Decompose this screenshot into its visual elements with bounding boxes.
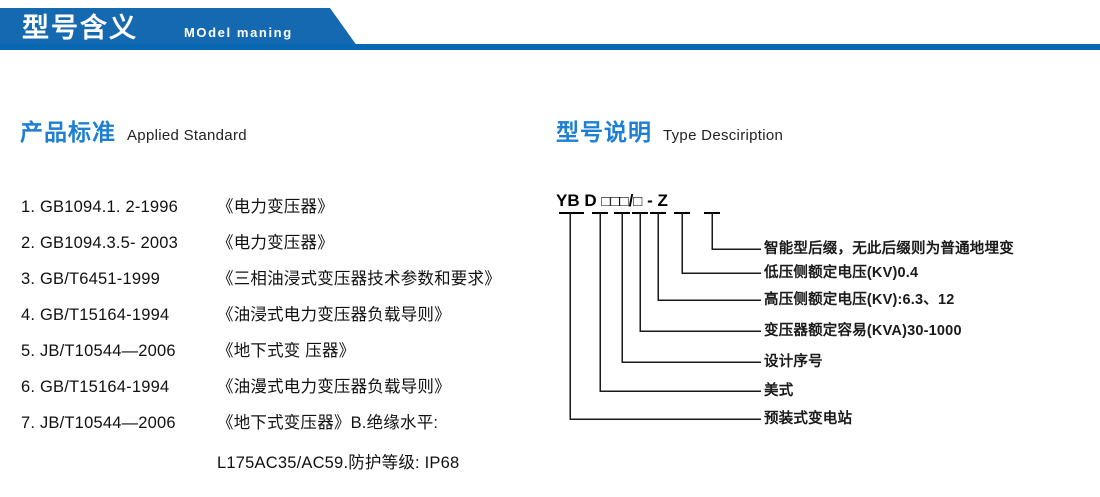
standard-title: 《油漫式电力变压器负载导则》 <box>217 378 451 396</box>
standard-number: GB1094.1. 2-1996 <box>39 198 179 216</box>
standard-number: GB/T15164-1994 <box>39 378 170 396</box>
type-description-diagram: YB D □□□/□ - Z <box>556 190 1096 440</box>
standard-list-item-continuation: L175AC35/AC59.防护等级: IP68 <box>21 449 551 485</box>
standard-code: 7. JB/T10544—2006 <box>21 414 217 433</box>
leader-line-prefab-substation <box>569 213 761 420</box>
header-banner-shape <box>0 8 360 50</box>
label-design-serial: 设计序号 <box>764 354 823 370</box>
standard-list-item: 3. GB/T6451-1999 《三相油浸式变压器技术参数和要求》 <box>21 265 551 301</box>
leader-line-suffix-smart <box>711 213 761 250</box>
standard-list-item: 5. JB/T10544—2006 《地下式变 压器》 <box>21 337 551 373</box>
leader-line-american-type <box>599 213 761 392</box>
standard-title: 《地下式变 压器》 <box>217 342 356 360</box>
page-header: 型号含义 MOdel maning <box>0 0 1100 52</box>
label-rated-capacity: 变压器额定容易(KVA)30-1000 <box>764 323 962 339</box>
model-code-string: YB D □□□/□ - Z <box>556 190 668 213</box>
code-segment-box-3: □ <box>619 193 629 210</box>
leader-line-design-serial <box>621 213 761 363</box>
standard-index: 3. <box>21 270 36 288</box>
section-heading-type-description: 型号说明 Type Desciription <box>556 113 783 147</box>
standard-list-item: 4. GB/T15164-1994 《油浸式电力变压器负载导则》 <box>21 301 551 337</box>
standard-number: JB/T10544—2006 <box>39 342 176 360</box>
code-segment-box-4: □ <box>633 193 643 210</box>
leader-line-rated-capacity <box>639 213 761 332</box>
standard-number: GB/T15164-1994 <box>39 306 170 324</box>
standard-index: 7. <box>21 414 36 432</box>
page-title-cn: 型号含义 <box>22 13 138 43</box>
standard-number: JB/T10544—2006 <box>39 414 176 432</box>
standard-code: 2. GB1094.3.5- 2003 <box>21 234 217 253</box>
code-segment-d: D <box>584 191 597 210</box>
standard-code: 3. GB/T6451-1999 <box>21 270 217 289</box>
code-segment-z: Z <box>657 191 668 210</box>
label-hv-rated-voltage: 高压侧额定电压(KV):6.3、12 <box>764 292 955 308</box>
leader-lines-svg <box>559 212 761 420</box>
standard-number: GB/T6451-1999 <box>39 270 160 288</box>
standard-code: 1. GB1094.1. 2-1996 <box>21 198 217 217</box>
standard-index: 4. <box>21 306 36 324</box>
standard-number: GB1094.3.5- 2003 <box>39 234 179 252</box>
leader-line-lv-voltage <box>681 213 761 274</box>
standard-title: 《电力变压器》 <box>217 234 334 252</box>
section-heading-type-description-en: Type Desciription <box>663 127 784 144</box>
code-segment-dash: - <box>647 191 653 210</box>
header-divider-rule <box>0 44 1100 50</box>
standard-list-item: 7. JB/T10544—2006 《地下式变压器》B.绝缘水平: <box>21 409 551 449</box>
code-segment-box-1: □ <box>601 193 611 210</box>
standard-list-item: 1. GB1094.1. 2-1996 《电力变压器》 <box>21 193 551 229</box>
applied-standards-list: 1. GB1094.1. 2-1996 《电力变压器》 2. GB1094.3.… <box>21 193 551 485</box>
section-heading-applied-standard-en: Applied Standard <box>127 127 247 144</box>
label-prefab-substation: 预装式变电站 <box>764 411 853 427</box>
page-title-en: MOdel maning <box>184 25 293 40</box>
section-heading-applied-standard-cn: 产品标准 <box>20 119 116 145</box>
standard-title: 《油浸式电力变压器负载导则》 <box>217 306 451 324</box>
standard-index: 1. <box>21 198 36 216</box>
standard-code: 4. GB/T15164-1994 <box>21 306 217 325</box>
label-lv-rated-voltage: 低压侧额定电压(KV)0.4 <box>764 265 919 281</box>
standard-list-item: 2. GB1094.3.5- 2003 《电力变压器》 <box>21 229 551 265</box>
label-american-type: 美式 <box>764 383 794 399</box>
standard-title: 《三相油浸式变压器技术参数和要求》 <box>217 270 501 288</box>
label-suffix-smart: 智能型后缀，无此后缀则为普通地埋变 <box>764 241 1014 257</box>
standard-list-item: 6. GB/T15164-1994 《油漫式电力变压器负载导则》 <box>21 373 551 409</box>
standard-title: 《电力变压器》 <box>217 198 334 216</box>
standard-title: 《地下式变压器》B.绝缘水平: <box>217 414 439 432</box>
standard-index: 5. <box>21 342 36 360</box>
standard-index: 2. <box>21 234 36 252</box>
code-segment-slash: / <box>628 191 634 210</box>
standard-code: 6. GB/T15164-1994 <box>21 378 217 397</box>
section-heading-applied-standard: 产品标准 Applied Standard <box>20 113 247 147</box>
code-segment-box-2: □ <box>610 193 620 210</box>
standard-index: 6. <box>21 378 36 396</box>
standard-continuation-indent <box>21 449 217 485</box>
standard-title-continued: L175AC35/AC59.防护等级: IP68 <box>217 454 460 472</box>
standard-code: 5. JB/T10544—2006 <box>21 342 217 361</box>
code-segment-yb: YB <box>556 191 580 210</box>
section-heading-type-description-cn: 型号说明 <box>556 119 652 145</box>
leader-line-hv-voltage <box>657 213 761 301</box>
